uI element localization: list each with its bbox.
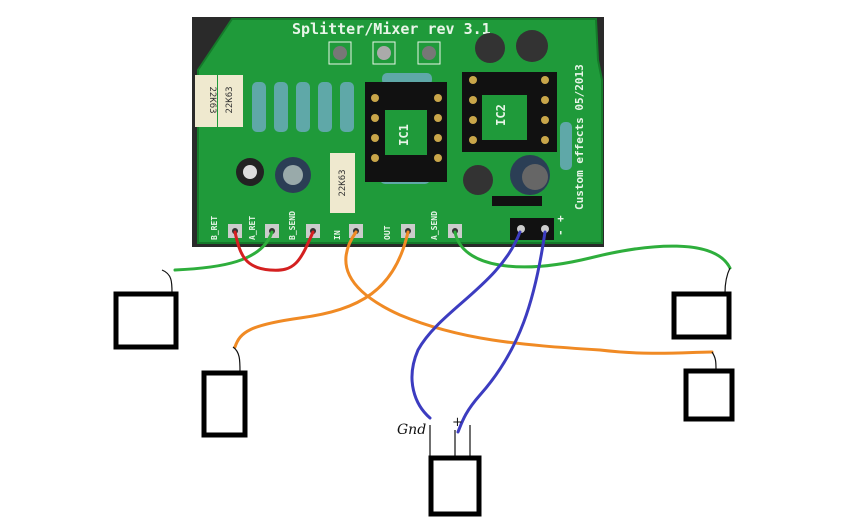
svg-text:+: + — [554, 215, 567, 222]
svg-text:-: - — [554, 229, 567, 236]
box-power — [428, 455, 482, 517]
svg-text:A_SEND: A_SEND — [430, 211, 439, 240]
box-left-top — [113, 291, 179, 350]
wire-gnd-blue — [410, 230, 522, 420]
svg-text:IC1: IC1 — [397, 124, 411, 146]
electrolytic-capacitors — [236, 30, 550, 206]
board-maker: Custom effects 05/2013 — [573, 64, 586, 210]
svg-text:22K63: 22K63 — [338, 169, 348, 196]
svg-text:IC2: IC2 — [494, 104, 508, 126]
board-title: Splitter/Mixer rev 3.1 — [292, 20, 491, 38]
box-leads — [161, 267, 731, 457]
wire-a-send-green — [453, 230, 732, 270]
wire-out-orange — [233, 230, 410, 349]
box-right-bottom — [683, 368, 735, 422]
wire-plus-blue — [456, 230, 547, 434]
plus-label: + — [452, 415, 463, 430]
gnd-label: Gnd — [397, 422, 426, 438]
box-right-top — [671, 291, 732, 340]
svg-text:22K63: 22K63 — [207, 86, 217, 113]
ic-socket-2: IC2 — [462, 72, 557, 152]
svg-text:OUT: OUT — [383, 225, 392, 240]
pin-labels: B_RET A_RET B_SEND IN OUT A_SEND - + — [210, 211, 567, 240]
trimmer-pads — [328, 41, 441, 65]
svg-text:IN: IN — [333, 230, 342, 240]
socket-pins — [371, 76, 549, 162]
wire-a-ret-green — [173, 230, 274, 272]
svg-text:A_RET: A_RET — [248, 216, 257, 240]
svg-text:B_RET: B_RET — [210, 216, 219, 240]
wire-b-ret-b-send-red — [233, 230, 315, 272]
svg-text:22K63: 22K63 — [225, 86, 235, 113]
svg-text:B_SEND: B_SEND — [288, 211, 297, 240]
box-left-bottom — [201, 370, 248, 438]
film-capacitors: 22K63 22K63 22K63 — [195, 75, 355, 213]
wire-in-orange — [344, 230, 714, 355]
